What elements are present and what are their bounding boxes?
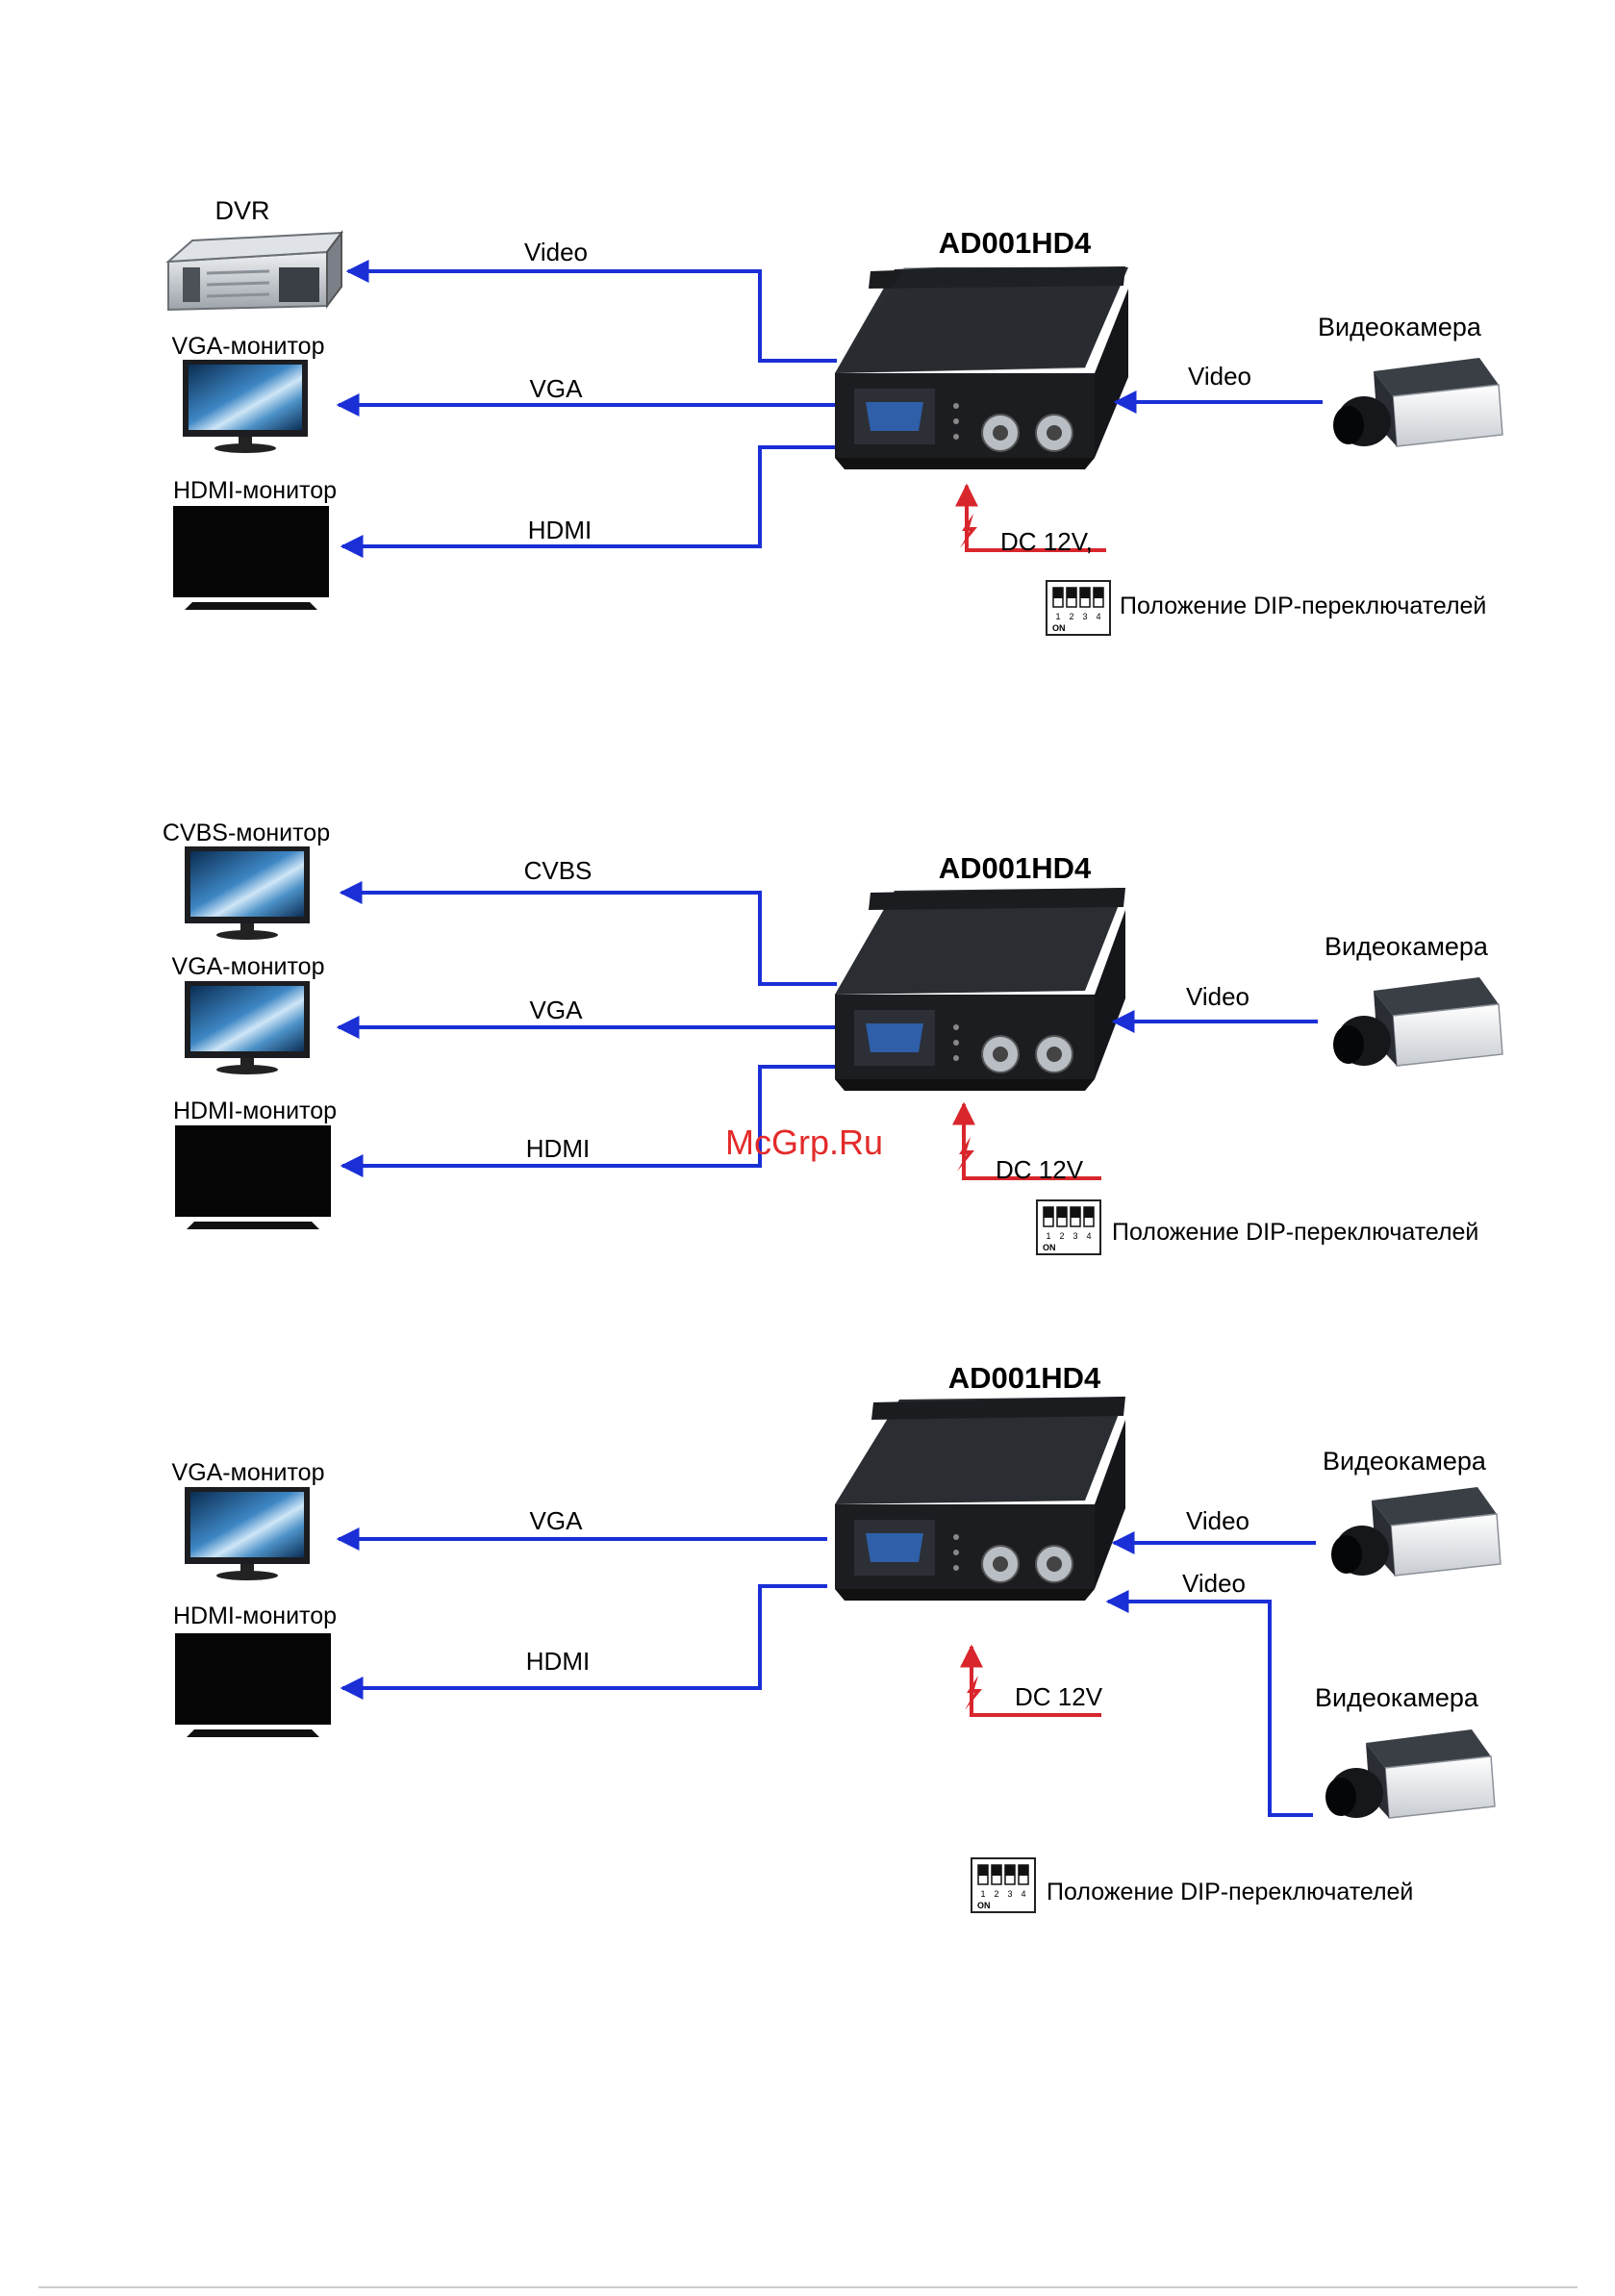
signal-label: Video: [1182, 1569, 1246, 1598]
signal-label: Video: [1188, 362, 1251, 391]
converter-device-icon: [835, 266, 1128, 469]
dip-switch-icon: 1 2 3 4 ON: [971, 1857, 1036, 1913]
output-device-label: DVR: [214, 196, 269, 225]
monitor-icon: [185, 981, 310, 1074]
power-line: [955, 483, 1106, 552]
camera-icon: [1325, 1729, 1496, 1819]
dip-on-label: ON: [1043, 1243, 1056, 1252]
signal-label: HDMI: [526, 1647, 590, 1676]
dip-caption: Положение DIP-переключателей: [1120, 593, 1486, 619]
diagram-3: AD001HD4 VGA-монитор VGA HDMI-монитор HD…: [172, 1361, 1501, 1913]
signal-label: VGA: [530, 374, 584, 403]
signal-line: [345, 260, 837, 363]
diagram-1: AD001HD4 DVR Video VGA-монитор VGA HDMI-…: [165, 196, 1503, 636]
camera-icon: [1333, 358, 1503, 447]
input-device-label: Видеокамера: [1315, 1683, 1479, 1712]
dvr-icon: [165, 230, 344, 312]
camera-icon: [1331, 1487, 1501, 1577]
power-line: [960, 1644, 1101, 1717]
dip-number: 3: [1072, 1231, 1077, 1241]
output-device-label: VGA-монитор: [172, 953, 325, 980]
device-title: AD001HD4: [939, 226, 1092, 260]
monitor-icon: [175, 1633, 331, 1737]
power-bolt-icon: [965, 1676, 982, 1710]
signal-line: [340, 445, 837, 558]
dip-number: 1: [1046, 1231, 1050, 1241]
power-line: [952, 1101, 1101, 1180]
device-title: AD001HD4: [948, 1361, 1101, 1395]
dip-on-label: ON: [1052, 623, 1066, 633]
signal-label: Video: [1186, 1506, 1249, 1535]
diagram-2: AD001HD4 CVBS-монитор CVBS VGA-монитор V…: [163, 820, 1503, 1255]
converter-device-icon: [835, 1397, 1125, 1601]
monitor-icon: [185, 846, 310, 940]
signal-label: HDMI: [528, 516, 592, 544]
output-device-label: VGA-монитор: [172, 1459, 325, 1486]
camera-icon: [1333, 977, 1503, 1067]
watermark: McGrp.Ru: [725, 1123, 883, 1162]
signal-label: VGA: [530, 1506, 584, 1535]
signal-label: Video: [524, 238, 588, 266]
dip-number: 2: [1059, 1231, 1064, 1241]
dip-number: 4: [1021, 1889, 1025, 1899]
dip-number: 1: [1055, 612, 1060, 621]
signal-label: Video: [1186, 982, 1249, 1011]
output-device-label: HDMI-монитор: [173, 477, 337, 504]
power-bolt-icon: [960, 514, 977, 548]
device-title: AD001HD4: [939, 851, 1092, 885]
power-bolt-icon: [957, 1137, 974, 1172]
output-device-label: VGA-монитор: [172, 333, 325, 360]
monitor-icon: [175, 1125, 331, 1229]
output-device-label: HDMI-монитор: [173, 1602, 337, 1629]
monitor-icon: [173, 506, 329, 610]
dip-switch-icon: 1 2 3 4 ON: [1046, 580, 1111, 636]
input-device-label: Видеокамера: [1323, 1447, 1487, 1476]
output-device-label: CVBS-монитор: [163, 820, 330, 846]
dip-on-label: ON: [977, 1901, 991, 1910]
power-label: DC 12V: [996, 1155, 1084, 1184]
input-device-label: Видеокамера: [1325, 932, 1489, 961]
signal-line: [339, 881, 837, 986]
signal-label: HDMI: [526, 1134, 590, 1163]
monitor-icon: [183, 360, 308, 453]
converter-device-icon: [835, 888, 1125, 1091]
signal-line: [340, 1584, 827, 1700]
input-device-label: Видеокамера: [1318, 313, 1482, 341]
dip-number: 2: [1069, 612, 1073, 621]
dip-number: 4: [1096, 612, 1100, 621]
dip-number: 3: [1007, 1889, 1012, 1899]
signal-line: [340, 1065, 837, 1177]
signal-label: CVBS: [524, 856, 593, 885]
output-device-label: HDMI-монитор: [173, 1098, 337, 1124]
power-label: DC 12V,: [1000, 527, 1093, 556]
power-label: DC 12V: [1015, 1682, 1103, 1711]
dip-number: 3: [1082, 612, 1087, 621]
monitor-icon: [185, 1487, 310, 1580]
signal-line: [1105, 1590, 1313, 1817]
dip-caption: Положение DIP-переключателей: [1112, 1219, 1478, 1246]
dip-number: 1: [980, 1889, 985, 1899]
dip-caption: Положение DIP-переключателей: [1047, 1879, 1413, 1905]
dip-number: 2: [994, 1889, 998, 1899]
dip-switch-icon: 1 2 3 4 ON: [1036, 1199, 1101, 1255]
signal-label: VGA: [530, 996, 584, 1024]
dip-number: 4: [1086, 1231, 1091, 1241]
